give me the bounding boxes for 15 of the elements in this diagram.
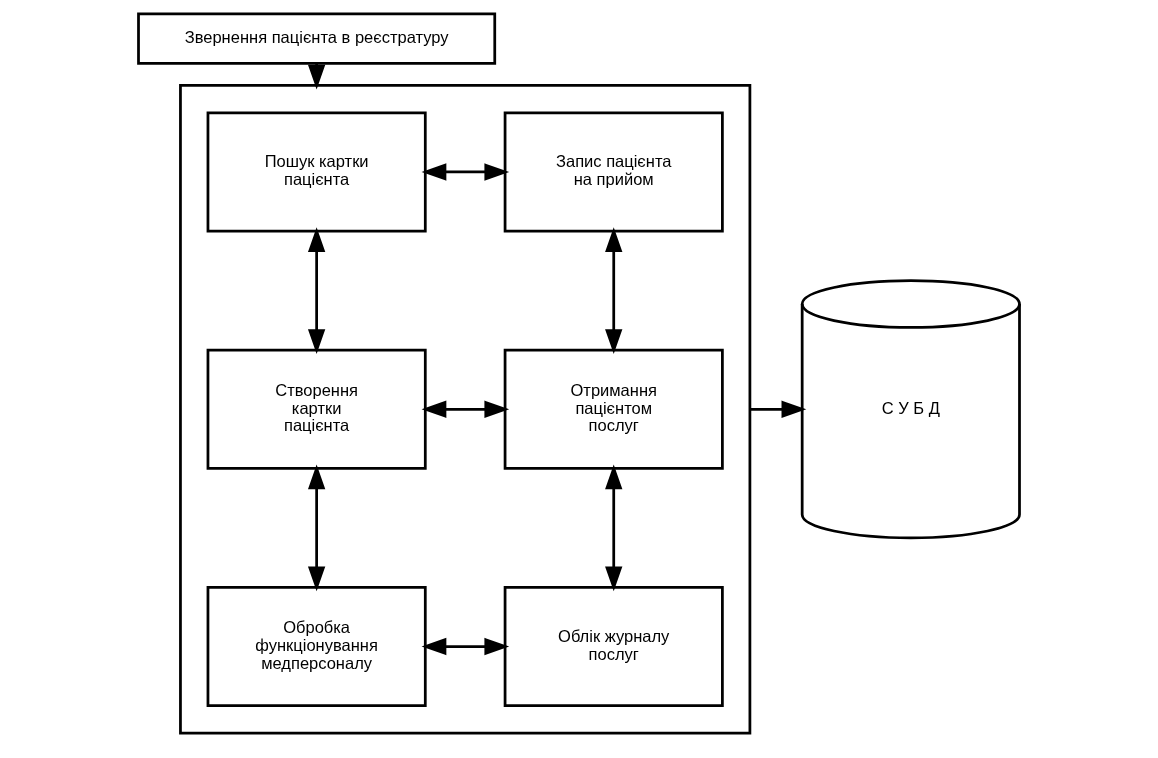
node-box: Запис пацієнта на прийом xyxy=(503,111,724,233)
arrow xyxy=(421,637,510,656)
node-box: Обробка функціонування медперсоналу xyxy=(206,586,427,708)
cluster xyxy=(179,83,752,735)
arrow xyxy=(421,163,510,181)
arrow xyxy=(749,400,807,418)
node-box: Створення картки пацієнта xyxy=(206,348,427,470)
node-box: Пошук картки пацієнта xyxy=(206,111,427,233)
arrow xyxy=(307,464,326,592)
arrow xyxy=(307,227,326,354)
node-box: Облік журналу послуг xyxy=(503,586,724,708)
arrow xyxy=(605,464,623,592)
arrow xyxy=(421,400,510,418)
node-box: Отримання пацієнтом послуг xyxy=(503,348,724,470)
arrow xyxy=(605,227,623,354)
